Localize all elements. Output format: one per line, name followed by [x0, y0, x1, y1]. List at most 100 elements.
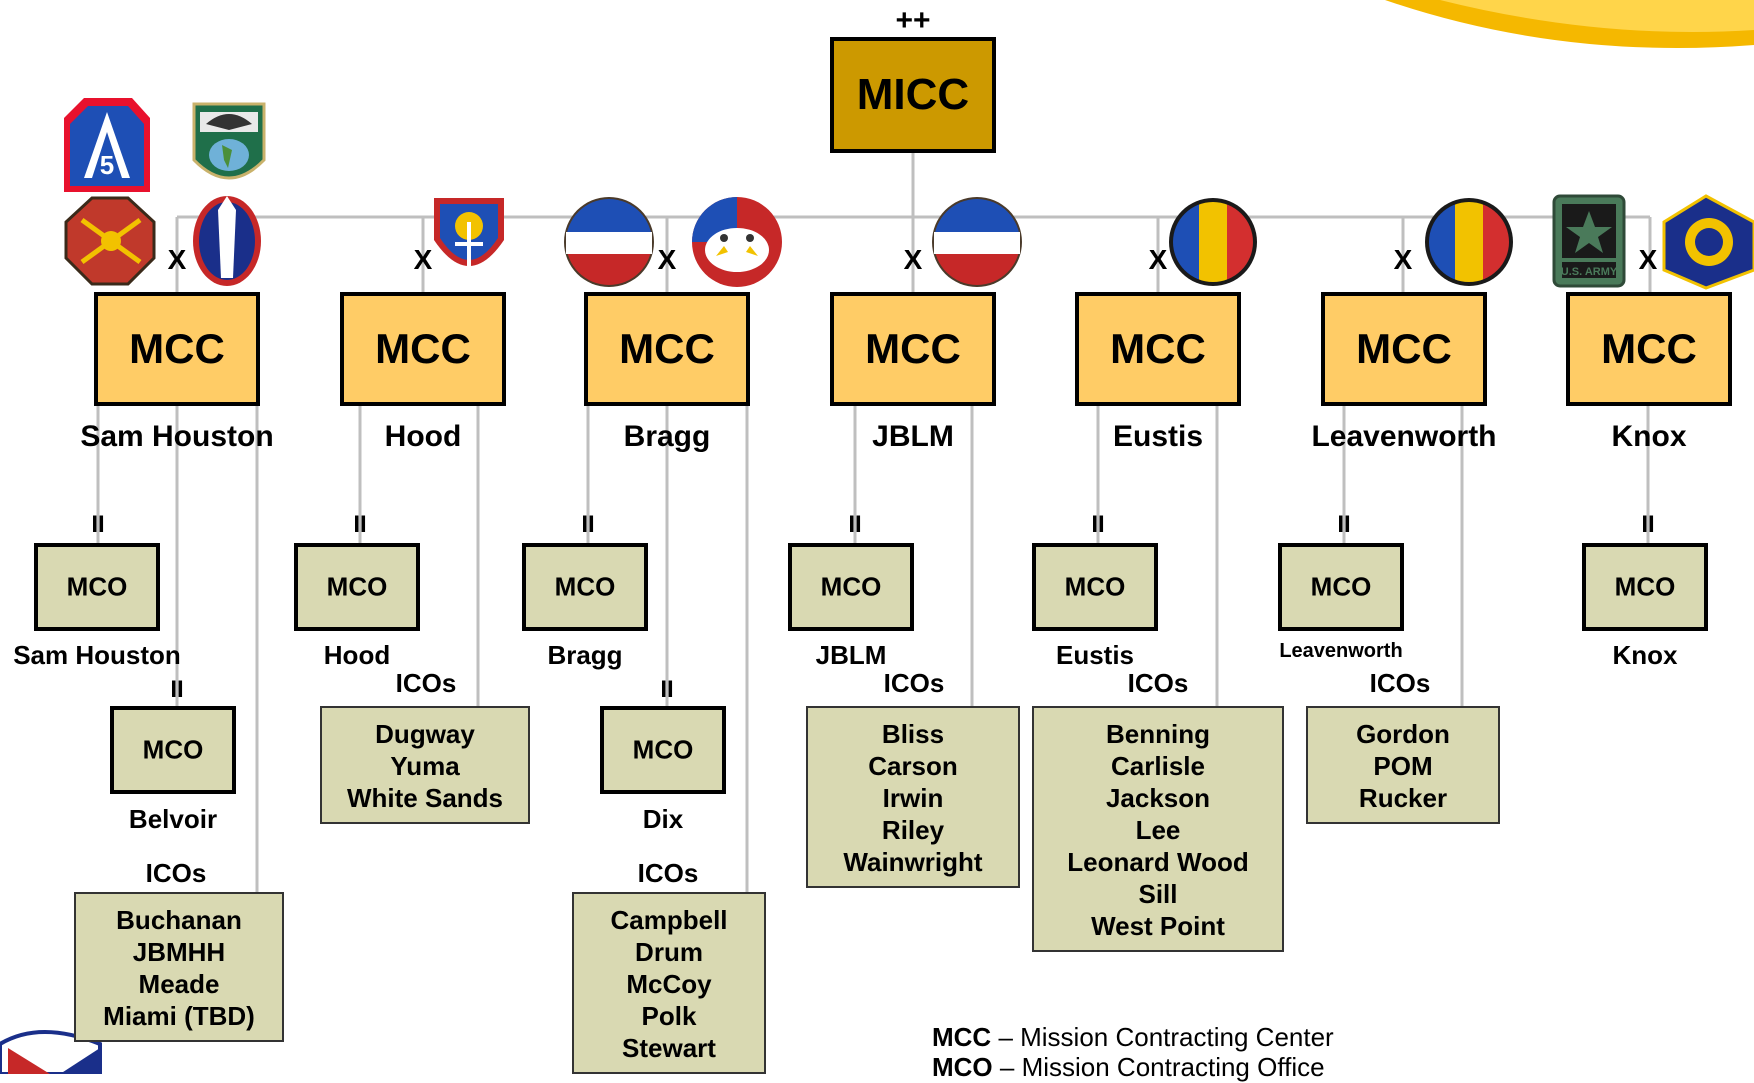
mcc-label: MCC — [1110, 325, 1206, 372]
ico-item: POM — [1373, 751, 1433, 781]
mco-echelon-mark: II — [170, 676, 184, 703]
mcc-label: MCC — [129, 325, 225, 372]
ico-item: Wainwright — [843, 847, 983, 877]
mco-name: Sam Houston — [13, 640, 181, 670]
ico-box-hood: Dugway Yuma White Sands — [320, 706, 530, 824]
mco-label: MCO — [632, 734, 694, 765]
mcc-echelon-mark: X — [1638, 244, 1658, 275]
ico-heading: ICOs — [637, 858, 699, 888]
ico-box-bragg: Campbell Drum McCoy Polk Stewart — [572, 892, 766, 1074]
ico-item: Benning — [1106, 719, 1210, 749]
mcc-name: Bragg — [623, 420, 711, 453]
ico-box-sam-houston: Buchanan JBMHH Meade Miami (TBD) — [74, 892, 284, 1042]
mcc-box-eustis: MCC — [1075, 292, 1241, 406]
ico-list: Benning Carlisle Jackson Lee Leonard Woo… — [1034, 718, 1282, 942]
mco-label: MCO — [1310, 571, 1372, 602]
mcc-echelon-mark: X — [657, 244, 677, 275]
mco-box-eustis: MCO — [1032, 543, 1158, 631]
ico-heading: ICOs — [883, 668, 945, 698]
mcc-label: MCC — [375, 325, 471, 372]
mco-box-hood: MCO — [294, 543, 420, 631]
ico-item: JBMHH — [132, 937, 226, 967]
legend-entry: MCO – Mission Contracting Office — [932, 1052, 1325, 1083]
mcc-name: JBLM — [872, 420, 954, 453]
legend-entry: MCC – Mission Contracting Center — [932, 1022, 1334, 1053]
mcc-echelon-mark: X — [903, 244, 923, 275]
ico-item: Lee — [1135, 815, 1181, 845]
mcc-name: Eustis — [1112, 420, 1204, 453]
mco-echelon-mark: II — [1641, 511, 1655, 538]
mco-box-jblm: MCO — [788, 543, 914, 631]
mco-echelon-mark: II — [1091, 511, 1105, 538]
mco-label: MCO — [142, 734, 204, 765]
mco-name: JBLM — [815, 640, 887, 670]
mco-label: MCO — [1614, 571, 1676, 602]
mco-label: MCO — [820, 571, 882, 602]
ico-item: Dugway — [375, 719, 475, 749]
mco-box-belvoir: MCO — [110, 706, 236, 794]
mco-label: MCO — [554, 571, 616, 602]
ico-item: Carlisle — [1111, 751, 1205, 781]
ico-item: Riley — [881, 815, 945, 845]
ico-item: Polk — [641, 1001, 697, 1031]
mco-name: Belvoir — [128, 804, 218, 834]
svg-text:5: 5 — [100, 150, 114, 180]
ico-heading: ICOs — [145, 858, 207, 888]
southcom-seal-icon — [192, 102, 266, 180]
mco-box-knox: MCO — [1582, 543, 1708, 631]
ico-item: Gordon — [1356, 719, 1450, 749]
mcc-label: MCC — [1601, 325, 1697, 372]
district-washington-patch-icon — [193, 196, 261, 286]
ico-item: Campbell — [610, 905, 728, 935]
ico-item: Bliss — [881, 719, 945, 749]
mcc-box-knox: MCC — [1566, 292, 1732, 406]
svg-text:U.S. ARMY: U.S. ARMY — [1561, 266, 1618, 278]
mcc-name: Hood — [384, 420, 462, 453]
ico-box-leavenworth: Gordon POM Rucker — [1306, 706, 1500, 824]
mco-echelon-mark: II — [1337, 511, 1351, 538]
mcc-box-bragg: MCC — [584, 292, 750, 406]
ico-item: Stewart — [622, 1033, 716, 1063]
ico-item: West Point — [1091, 911, 1225, 941]
tradoc-patch-icon — [1169, 198, 1257, 286]
mcc-label: MCC — [865, 325, 961, 372]
ico-item: Meade — [138, 969, 220, 999]
ico-list: Dugway Yuma White Sands — [322, 718, 528, 814]
legend-abbr: MCO — [932, 1052, 993, 1082]
ico-item: Leonard Wood — [1067, 847, 1249, 877]
fifth-army-patch-icon: 5 — [64, 98, 150, 192]
legend-text: – Mission Contracting Office — [992, 1052, 1325, 1082]
ico-item: Sill — [1138, 879, 1178, 909]
mcc-label: MCC — [1356, 325, 1452, 372]
mcc-box-hood: MCC — [340, 292, 506, 406]
mco-box-dix: MCO — [600, 706, 726, 794]
mco-label: MCO — [1064, 571, 1126, 602]
ico-item: Miami (TBD) — [103, 1001, 255, 1031]
ico-item: McCoy — [626, 969, 712, 999]
tradoc-patch-icon-2 — [1425, 198, 1513, 286]
mcc-echelon-mark: X — [413, 244, 433, 275]
ico-heading: ICOs — [1369, 668, 1431, 698]
mcc-name: Knox — [1611, 420, 1687, 453]
ico-list: Campbell Drum McCoy Polk Stewart — [574, 904, 764, 1064]
ico-box-jblm: Bliss Carson Irwin Riley Wainwright — [806, 706, 1020, 888]
forscom-patch-icon — [564, 197, 654, 287]
installation-command-patch-icon — [64, 196, 156, 286]
mcc-box-jblm: MCC — [830, 292, 996, 406]
mcc-box-leavenworth: MCC — [1321, 292, 1487, 406]
mcc-echelon-mark: X — [1148, 244, 1168, 275]
mco-box-sam-houston: MCO — [34, 543, 160, 631]
ico-item: Rucker — [1358, 783, 1448, 813]
ico-heading: ICOs — [395, 668, 457, 698]
mcc-label: MCC — [619, 325, 715, 372]
mcc-echelon-mark: X — [167, 244, 187, 275]
mco-name: Knox — [1612, 640, 1678, 670]
mco-label: MCO — [66, 571, 128, 602]
ico-list: Buchanan JBMHH Meade Miami (TBD) — [76, 904, 282, 1032]
mco-name: Leavenworth — [1279, 640, 1403, 662]
mcc-name: Sam Houston — [80, 420, 274, 453]
mco-echelon-mark: II — [660, 676, 674, 703]
army-south-patch-icon — [434, 198, 504, 270]
ico-item: Irwin — [882, 783, 944, 813]
